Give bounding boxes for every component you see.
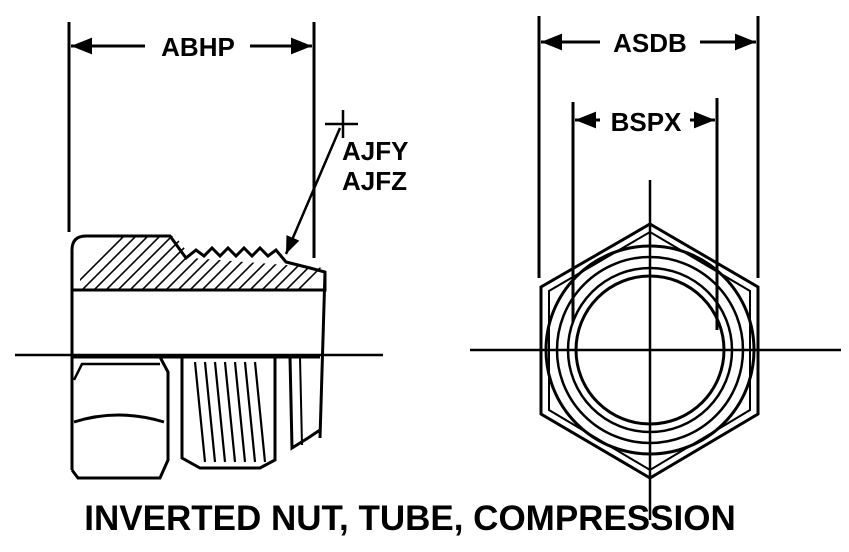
lower-thread-body (180, 357, 277, 470)
thread-lines (193, 361, 267, 463)
hex-flat-center (73, 413, 165, 424)
nose-inner (299, 356, 303, 446)
asdb-label: ASDB (613, 28, 687, 58)
side-view: ABHP AJFY AJFZ (15, 22, 408, 480)
caption: INVERTED NUT, TUBE, COMPRESSION (84, 499, 735, 538)
end-view: ASDB BSPX (470, 16, 841, 520)
bspx-label: BSPX (611, 107, 682, 137)
nose-profile (288, 356, 321, 451)
hex-flats-lower (70, 355, 170, 480)
ajfy-label: AJFY (342, 136, 408, 166)
hex-flat-top (72, 362, 160, 381)
upper-profile (70, 234, 327, 292)
ajfz-label: AJFZ (342, 166, 407, 196)
callout-leader (284, 127, 342, 255)
abhp-label: ABHP (161, 32, 235, 62)
